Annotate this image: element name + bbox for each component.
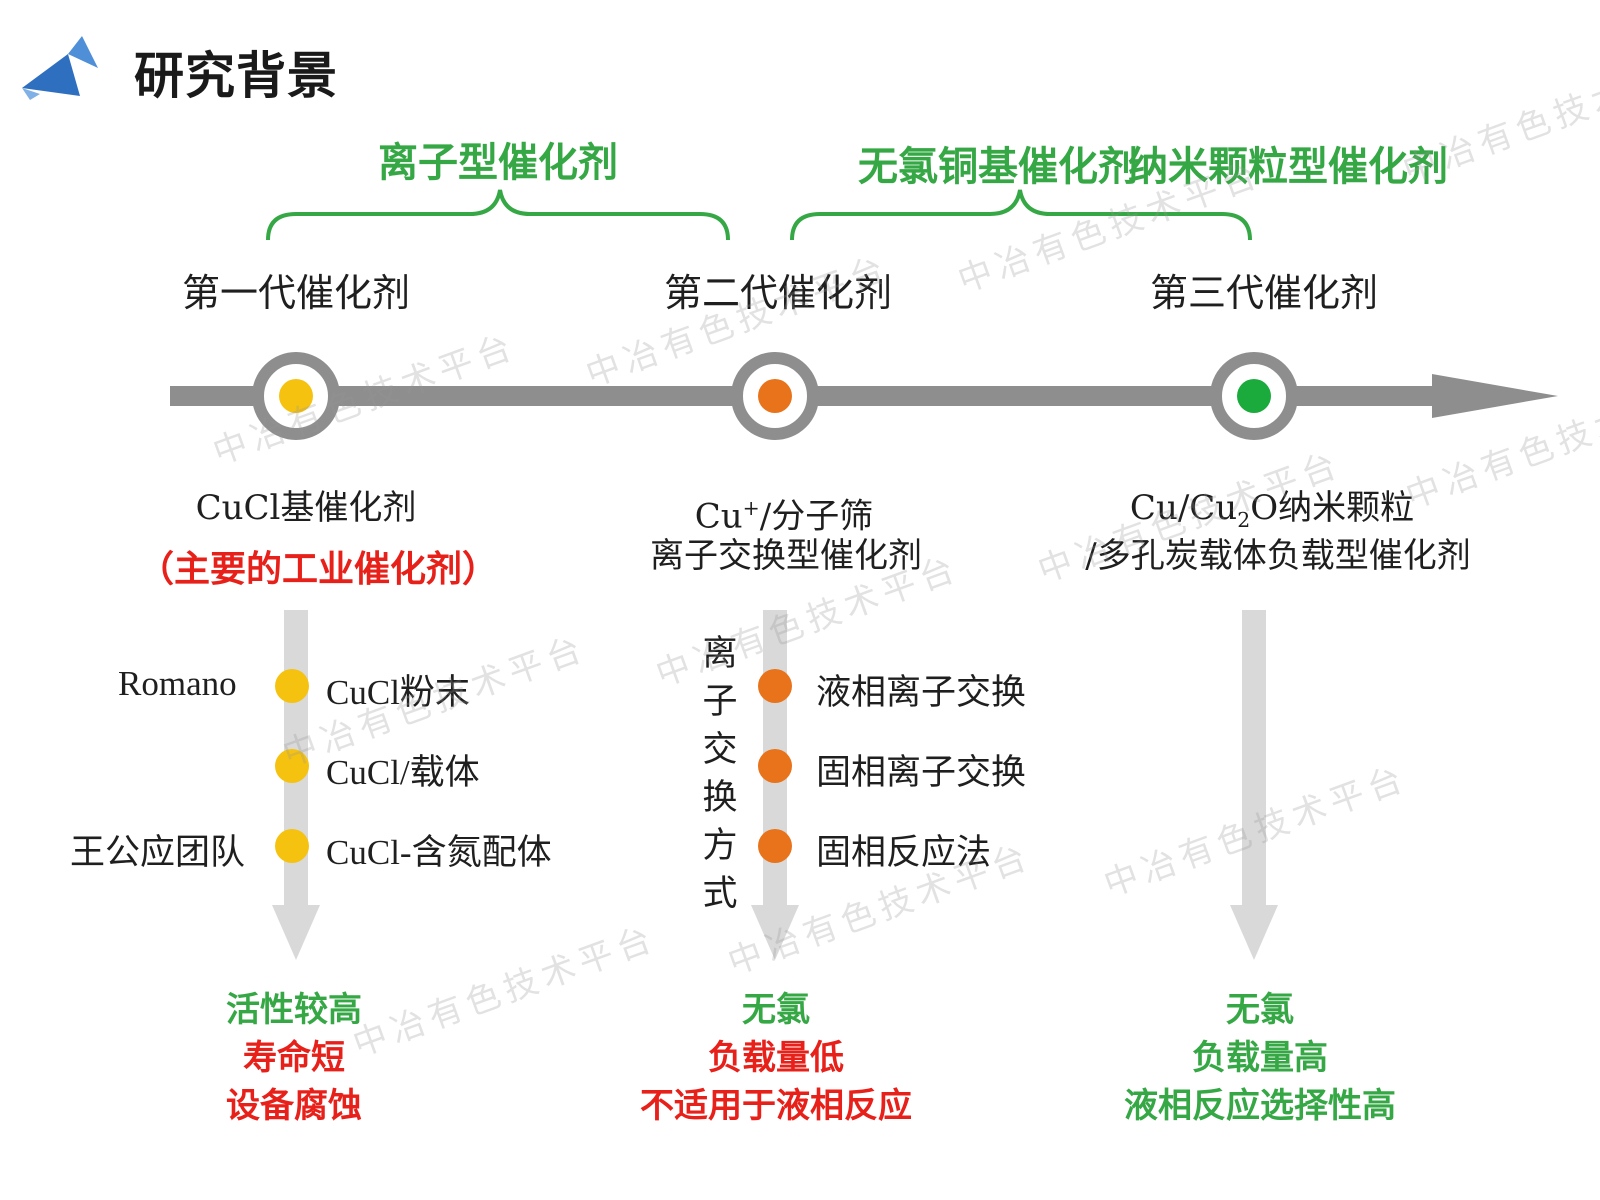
gen2-result: 负载量低 xyxy=(708,1038,844,1078)
brace-nano xyxy=(790,189,1252,241)
gen1-label: 第一代催化剂 xyxy=(181,271,411,315)
gen2-item: 液相离子交换 xyxy=(816,673,1027,712)
gen1-note: （主要的工业催化剂） xyxy=(137,549,499,590)
gen1-node xyxy=(252,352,340,440)
group-label-chlorine-free: 无氯铜基催化剂 xyxy=(858,144,1138,190)
gen1-item-dot xyxy=(275,669,309,703)
gen2-name: Cu+/分子筛 xyxy=(694,496,874,537)
gen2-name-line2: 离子交换型催化剂 xyxy=(650,536,922,576)
brace-ionic xyxy=(266,189,730,241)
gen3-name: Cu/Cu2O纳米颗粒 xyxy=(1129,488,1415,532)
gen1-down-arrow xyxy=(272,610,320,960)
gen3-result: 液相反应选择性高 xyxy=(1124,1086,1396,1126)
gen1-result: 活性较高 xyxy=(226,990,362,1030)
group-label-ionic: 离子型催化剂 xyxy=(378,140,618,186)
gen1-side-label-romano: Romano xyxy=(118,664,237,703)
gen3-result: 负载量高 xyxy=(1192,1038,1328,1078)
gen1-item-dot xyxy=(275,749,309,783)
gen2-item-dot xyxy=(758,669,792,703)
timeline-arrowhead xyxy=(1432,374,1558,418)
gen1-results: 活性较高 寿命短 设备腐蚀 xyxy=(226,986,362,1130)
gen2-item-dot xyxy=(758,829,792,863)
gen1-item: CuCl-含氮配体 xyxy=(326,833,552,872)
gen1-side-label-wang: 王公应团队 xyxy=(70,833,246,872)
group-label-nano: 纳米颗粒型催化剂 xyxy=(1128,144,1448,190)
gen3-node xyxy=(1210,352,1298,440)
gen3-down-arrow xyxy=(1230,610,1278,960)
gen2-result: 不适用于液相反应 xyxy=(640,1086,912,1126)
gen1-item: CuCl/载体 xyxy=(326,753,480,792)
page-title: 研究背景 xyxy=(134,47,338,105)
gen1-result: 寿命短 xyxy=(243,1038,345,1078)
gen3-results: 无氯 负载量高 液相反应选择性高 xyxy=(1124,986,1396,1130)
gen3-result: 无氯 xyxy=(1226,990,1294,1030)
gen1-name: CuCl基催化剂 xyxy=(195,488,417,528)
gen2-down-arrow xyxy=(751,610,799,960)
logo-icon xyxy=(22,36,98,100)
gen2-node xyxy=(731,352,819,440)
gen3-name-line2: /多孔炭载体负载型催化剂 xyxy=(1085,536,1471,576)
gen2-item-dot xyxy=(758,749,792,783)
gen2-item: 固相离子交换 xyxy=(816,753,1027,792)
gen1-item: CuCl粉末 xyxy=(326,673,470,712)
gen2-results: 无氯 负载量低 不适用于液相反应 xyxy=(640,986,912,1130)
gen3-label: 第三代催化剂 xyxy=(1149,271,1379,315)
gen2-item: 固相反应法 xyxy=(816,833,992,872)
gen2-label: 第二代催化剂 xyxy=(663,271,893,315)
gen2-vertical-label: 离子交换方式 xyxy=(702,634,738,913)
gen1-item-dot xyxy=(275,829,309,863)
gen2-result: 无氯 xyxy=(742,990,810,1030)
gen1-result: 设备腐蚀 xyxy=(226,1086,362,1126)
